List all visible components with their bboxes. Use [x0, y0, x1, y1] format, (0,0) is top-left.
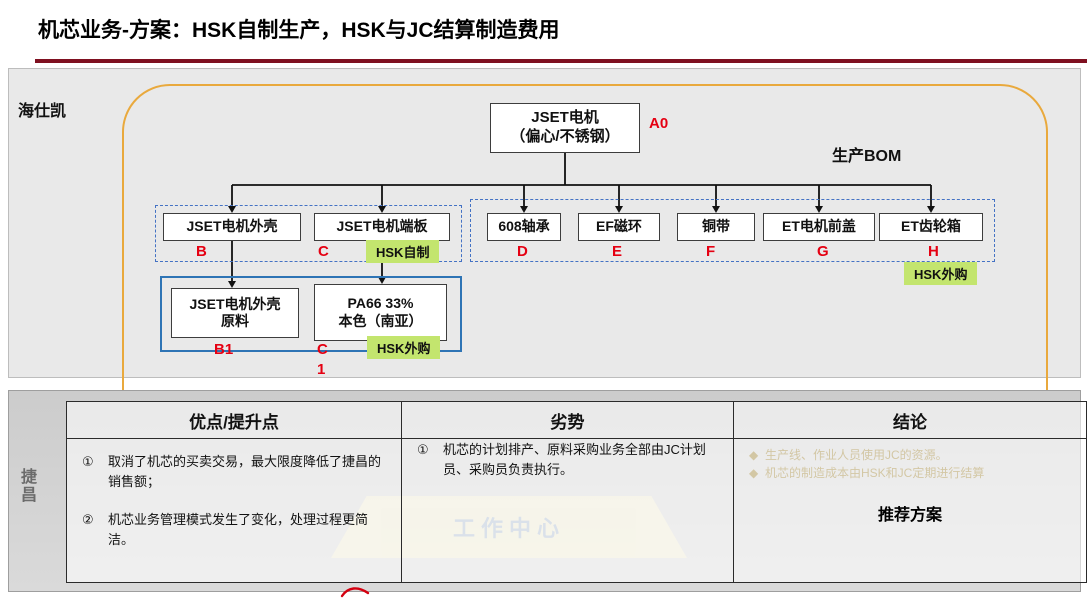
ghost-notes: ◆ 生产线、作业人员使用JC的资源。 ◆ 机芯的制造成本由HSK和JC定期进行结…	[735, 440, 1085, 482]
code-c: C	[318, 243, 329, 260]
code-b1: B1	[214, 341, 234, 358]
root-node-line2: （偏心/不锈钢）	[510, 128, 620, 145]
summary-table-header-row: 优点/提升点 劣势 结论	[66, 401, 1087, 439]
code-c1-top: C	[317, 341, 328, 358]
bom-node-bearing: 608轴承	[487, 213, 561, 241]
code-h: H	[928, 243, 939, 260]
code-c1-bottom: 1	[317, 361, 326, 378]
tag-hsk-outsourced-right: HSK外购	[904, 262, 978, 285]
material-shell-line1: JSET电机外壳	[189, 295, 281, 312]
jc-company-label: 捷昌	[21, 469, 38, 505]
ghost-note-item: ◆ 机芯的制造成本由HSK和JC定期进行结算	[749, 464, 1075, 482]
ghost-note-marker: ◆	[749, 448, 759, 462]
code-e: E	[612, 243, 623, 260]
self-made-group	[155, 205, 462, 262]
conclusion-label: 推荐方案	[877, 507, 942, 524]
material-node-shell-raw: JSET电机外壳 原料	[171, 288, 299, 338]
advantage-item: ① 取消了机芯的买卖交易，最大限度降低了捷昌的销售额；	[82, 452, 386, 492]
disadvantage-marker: ①	[417, 442, 429, 457]
tag-hsk-self-made: HSK自制	[366, 240, 440, 263]
advantage-text: 取消了机芯的买卖交易，最大限度降低了捷昌的销售额；	[108, 454, 382, 490]
code-a0: A0	[649, 115, 669, 132]
bom-node-copper-strip: 铜带	[677, 213, 755, 241]
code-g: G	[817, 243, 829, 260]
bom-node-gearbox: ET齿轮箱	[879, 213, 983, 241]
material-pa66-line2: 本色（南亚）	[338, 312, 423, 329]
advantage-marker: ①	[82, 454, 94, 469]
summary-table-body-row: ① 取消了机芯的买卖交易，最大限度降低了捷昌的销售额； ② 机芯业务管理模式发生…	[66, 438, 1087, 583]
disadvantage-item: ① 机芯的计划排产、原料采购业务全部由JC计划员、采购员负责执行。	[417, 440, 718, 480]
code-d: D	[517, 243, 528, 260]
bom-node-magnet-ring: EF磁环	[578, 213, 660, 241]
title-rule	[35, 59, 1087, 63]
advantage-marker: ②	[82, 512, 94, 528]
advantage-text: 机芯业务管理模式发生了变化，处理过程更简洁。	[108, 512, 369, 548]
tag-hsk-outsourced-left: HSK外购	[367, 336, 441, 359]
ghost-note-marker: ◆	[749, 466, 759, 480]
header-advantages: 优点/提升点	[66, 401, 402, 439]
material-pa66-line1: PA66 33%	[347, 295, 414, 311]
material-node-pa66: PA66 33% 本色（南亚）	[314, 284, 447, 341]
hsk-company-label: 海仕凯	[18, 103, 67, 120]
summary-table: 优点/提升点 劣势 结论 ① 取消了机芯的买卖交易，最大限度降低了捷昌的销售额；…	[66, 401, 1087, 583]
outsourced-group	[470, 199, 995, 262]
advantage-item: ② 机芯业务管理模式发生了变化，处理过程更简洁。	[82, 510, 386, 550]
code-f: F	[706, 243, 716, 260]
ghost-note-text: 机芯的制造成本由HSK和JC定期进行结算	[765, 466, 985, 480]
bom-node-front-cover: ET电机前盖	[763, 213, 875, 241]
cell-disadvantages: ① 机芯的计划排产、原料采购业务全部由JC计划员、采购员负责执行。	[401, 438, 734, 583]
root-node-line1: JSET电机	[531, 109, 599, 127]
material-group	[160, 276, 462, 352]
root-node-jset-motor: JSET电机 （偏心/不锈钢）	[490, 103, 640, 153]
header-disadvantages: 劣势	[401, 401, 734, 439]
cell-advantages: ① 取消了机芯的买卖交易，最大限度降低了捷昌的销售额； ② 机芯业务管理模式发生…	[66, 438, 402, 583]
production-bom-label: 生产BOM	[832, 148, 902, 165]
header-conclusion: 结论	[733, 401, 1087, 439]
jc-panel: 捷昌 工作中心 优点/提升点 劣势 结论 ① 取消了机芯的买卖交易，最大限度降低…	[8, 390, 1087, 592]
disadvantage-text: 机芯的计划排产、原料采购业务全部由JC计划员、采购员负责执行。	[443, 442, 706, 478]
logo-mark	[340, 587, 370, 598]
page-title: 机芯业务-方案：HSK自制生产，HSK与JC结算制造费用	[38, 19, 560, 42]
cell-conclusion: ◆ 生产线、作业人员使用JC的资源。 ◆ 机芯的制造成本由HSK和JC定期进行结…	[733, 438, 1087, 583]
ghost-note-item: ◆ 生产线、作业人员使用JC的资源。	[749, 446, 1075, 464]
bom-node-motor-shell: JSET电机外壳	[163, 213, 301, 241]
code-b: B	[196, 243, 207, 260]
ghost-note-text: 生产线、作业人员使用JC的资源。	[765, 448, 948, 462]
bom-node-end-plate: JSET电机端板	[314, 213, 450, 241]
material-shell-line2: 原料	[221, 313, 249, 329]
